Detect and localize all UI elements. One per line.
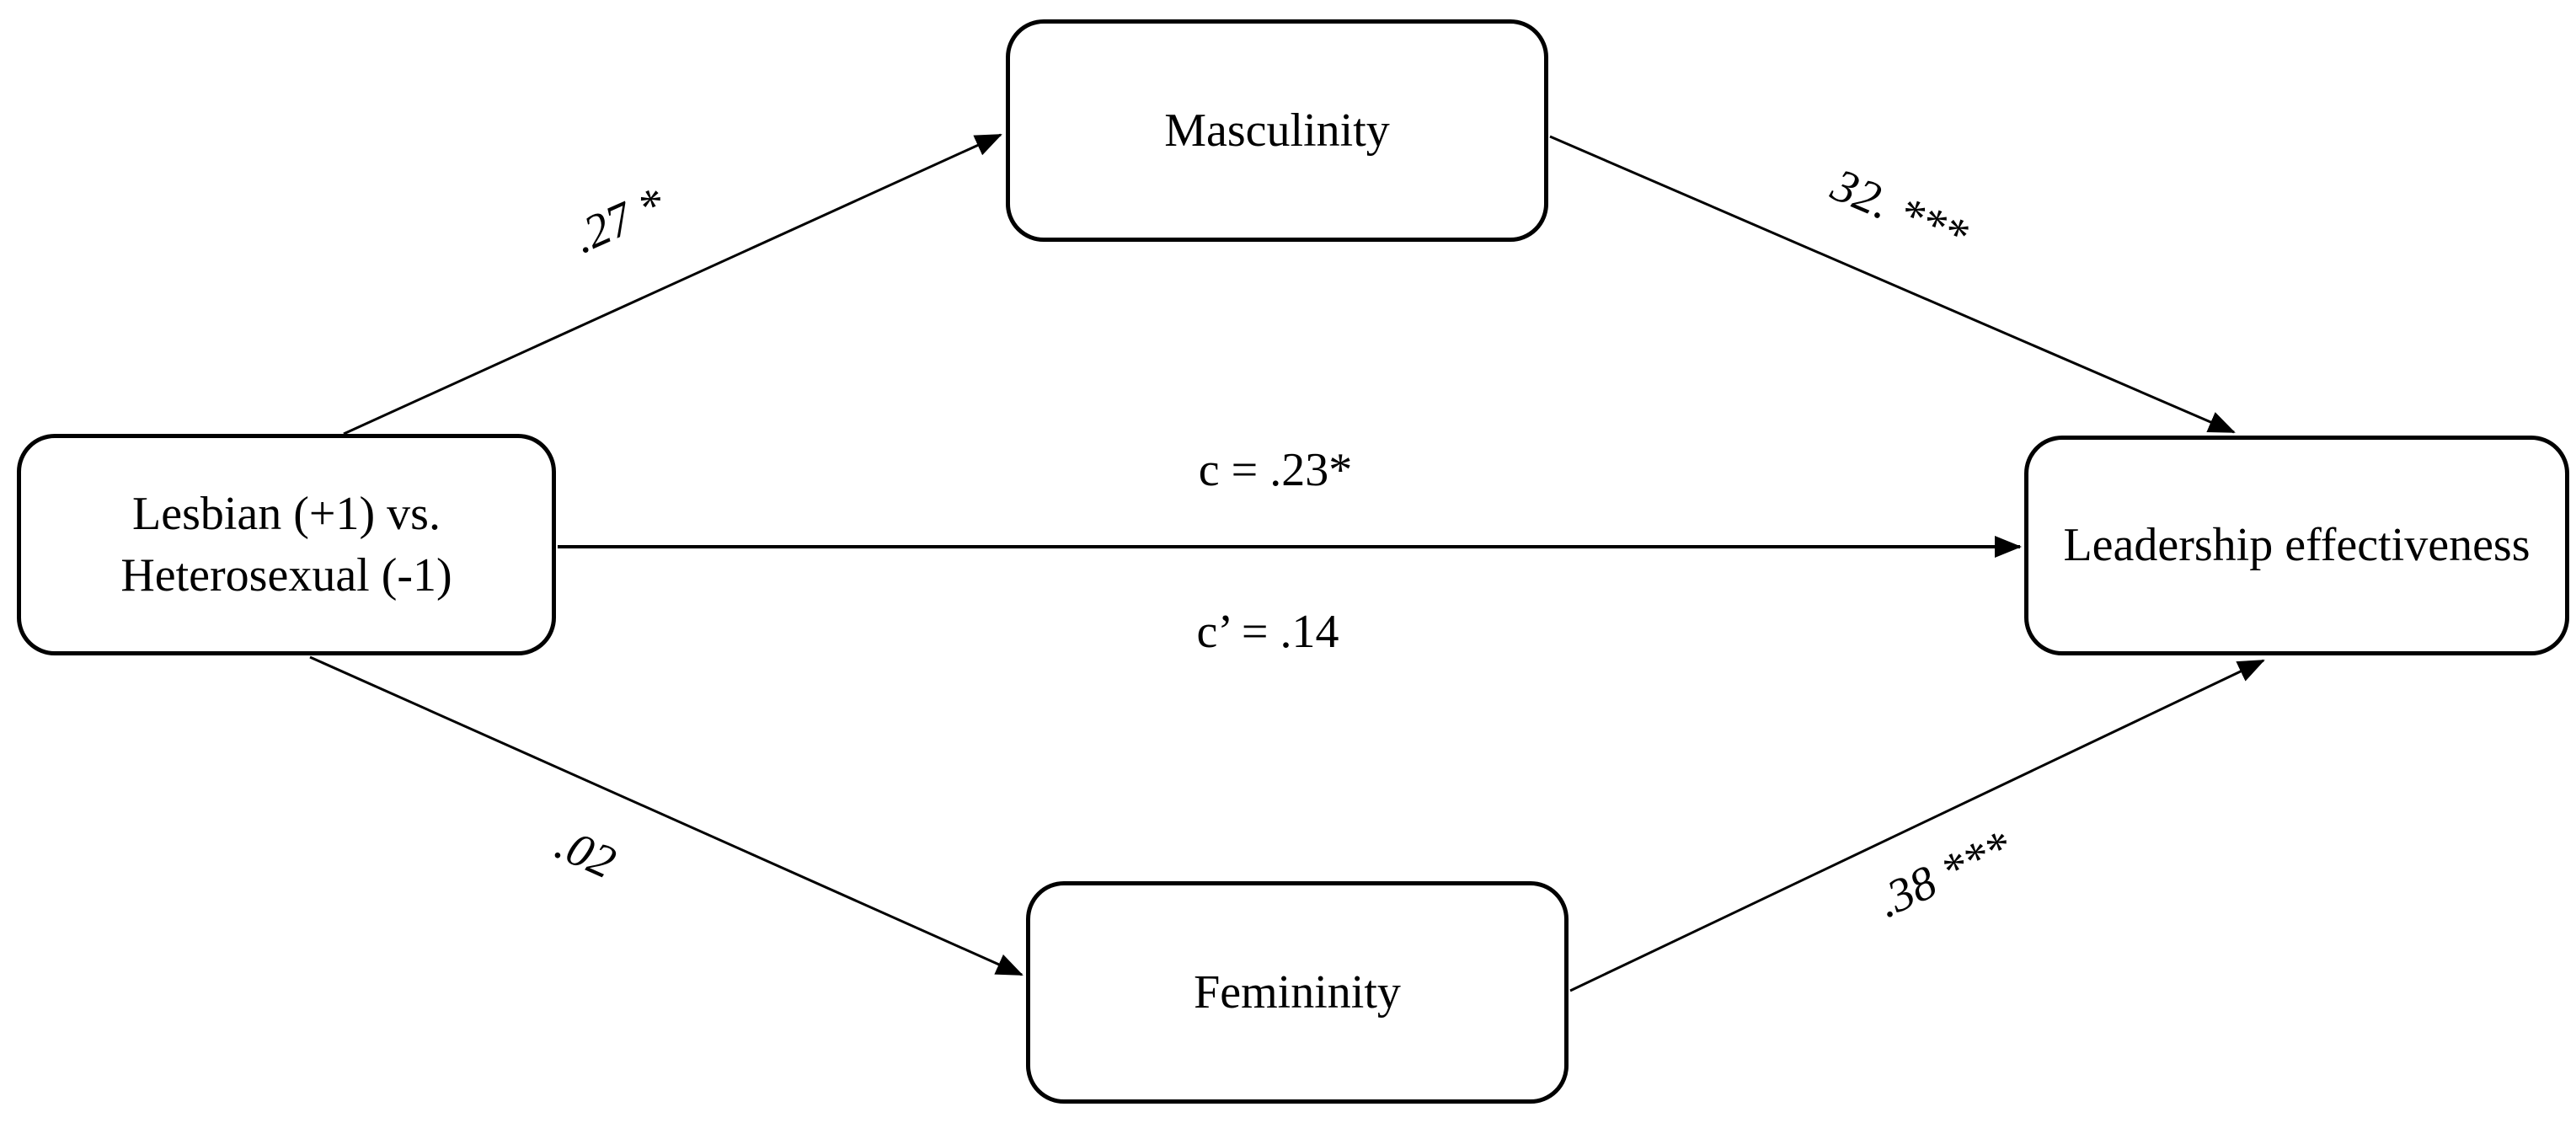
arrow-predictor-to-masculinity xyxy=(343,133,1002,436)
node-predictor-label: Lesbian (+1) vs. Heterosexual (-1) xyxy=(120,487,452,602)
node-masculinity: Masculinity xyxy=(1006,19,1548,242)
node-predictor: Lesbian (+1) vs. Heterosexual (-1) xyxy=(17,434,556,655)
coefficient-direct-effect: c’ = .14 xyxy=(1196,606,1339,658)
node-femininity: Femininity xyxy=(1026,881,1569,1104)
arrow-femininity-to-outcome xyxy=(1569,659,2265,992)
node-outcome-label: Leadership effectiveness xyxy=(2063,519,2531,572)
arrow-predictor-to-femininity xyxy=(309,655,1023,976)
node-masculinity-label: Masculinity xyxy=(1164,104,1390,157)
node-femininity-label: Femininity xyxy=(1194,965,1401,1019)
coefficient-total-effect: c = .23* xyxy=(1198,444,1353,496)
arrow-masculinity-to-outcome xyxy=(1549,135,2236,434)
node-outcome: Leadership effectiveness xyxy=(2024,436,2569,655)
